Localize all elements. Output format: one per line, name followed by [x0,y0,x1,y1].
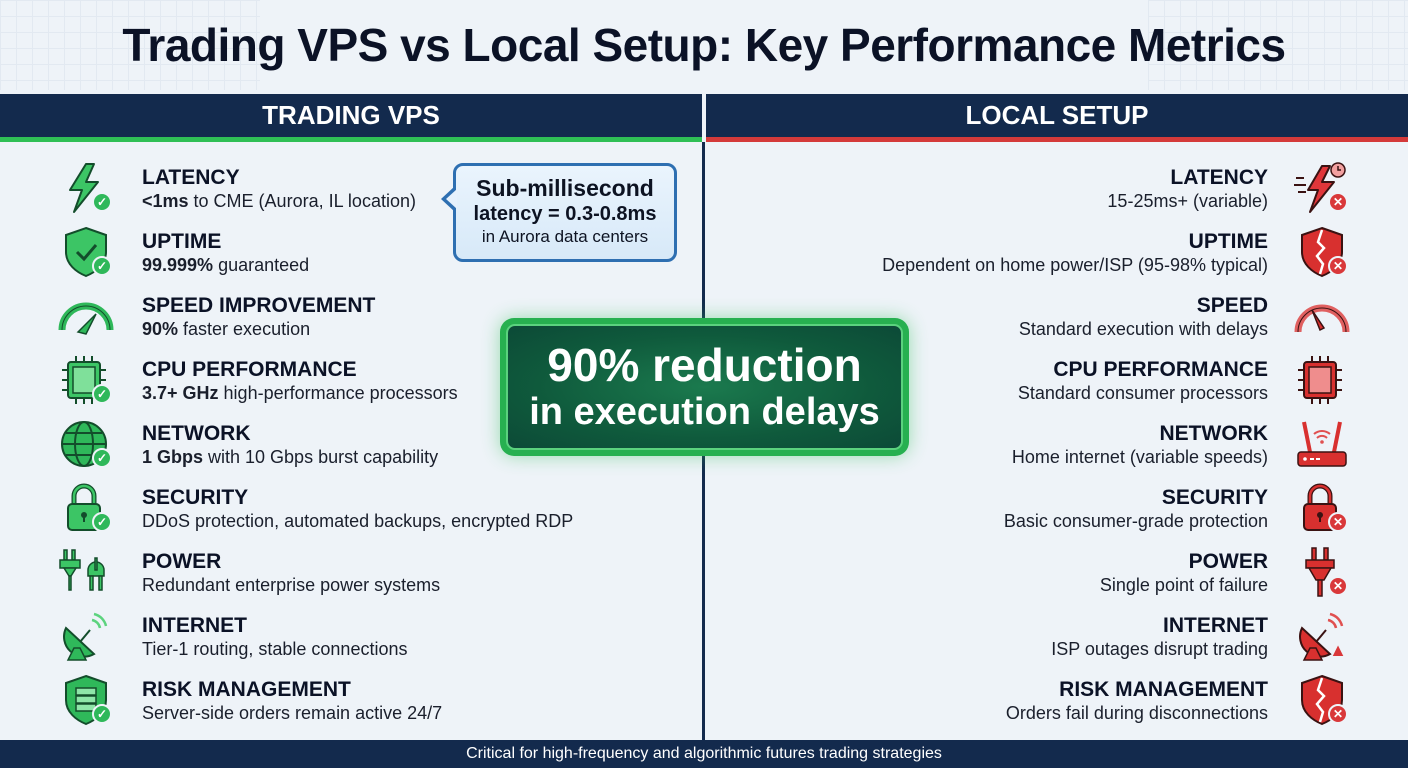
check-badge-icon: ✓ [92,256,112,276]
vps-metric-speed: SPEED IMPROVEMENT 90% faster execution [56,288,573,352]
metric-label: INTERNET [142,614,247,637]
check-badge-icon: ✓ [92,384,112,404]
vps-metric-internet: INTERNET Tier-1 routing, stable connecti… [56,608,573,672]
metric-label: POWER [142,550,222,573]
metric-label: UPTIME [1188,230,1268,253]
metric-label: CPU PERFORMANCE [1053,358,1268,381]
satellite-dish-icon: ▲ [1292,608,1352,664]
metric-desc: Tier-1 routing, stable connections [142,639,408,659]
metric-label: RISK MANAGEMENT [1059,678,1268,701]
metric-desc: <1ms to CME (Aurora, IL location) [142,191,416,211]
local-metric-cpu: CPU PERFORMANCE Standard consumer proces… [882,352,1352,416]
x-badge-icon: ✕ [1328,192,1348,212]
metric-desc: Orders fail during disconnections [1005,703,1268,723]
vps-metric-network: ✓ NETWORK 1 Gbps with 10 Gbps burst capa… [56,416,573,480]
metric-desc: DDoS protection, automated backups, encr… [142,511,574,531]
metric-desc: 99.999% guaranteed [142,255,310,275]
metric-desc: ISP outages disrupt trading [1051,639,1268,659]
wifi-router-icon [1292,416,1352,472]
lightning-icon: ✓ [56,160,116,216]
dual-plug-icon [56,544,116,600]
speedometer-icon [56,288,116,344]
vps-metric-risk: ✓ RISK MANAGEMENT Server-side orders rem… [56,672,573,736]
local-metric-network: NETWORK Home internet (variable speeds) [882,416,1352,480]
local-column-header: LOCAL SETUP [706,94,1408,142]
metric-desc: Standard consumer processors [1017,383,1268,403]
metric-label: SPEED [1196,294,1268,317]
broken-shield-icon: ✕ [1292,224,1352,280]
vps-metric-uptime: ✓ UPTIME 99.999% guaranteed [56,224,573,288]
cpu-chip-icon [1292,352,1352,408]
metric-label: NETWORK [1159,422,1269,445]
metric-label: NETWORK [142,422,251,445]
latency-callout: Sub-millisecond latency = 0.3-0.8ms in A… [441,163,677,262]
metric-label: RISK MANAGEMENT [142,678,351,701]
vps-metric-latency: ✓ LATENCY <1ms to CME (Aurora, IL locati… [56,160,573,224]
local-metric-speed: SPEED Standard execution with delays [882,288,1352,352]
local-metric-risk: ✕ RISK MANAGEMENT Orders fail during dis… [882,672,1352,736]
x-badge-icon: ✕ [1328,576,1348,596]
metric-desc: Home internet (variable speeds) [1011,447,1268,467]
padlock-icon: ✓ [56,480,116,536]
metric-desc: 90% faster execution [142,319,311,339]
callout-line-3: in Aurora data centers [481,227,649,246]
padlock-icon: ✕ [1292,480,1352,536]
local-metrics-list: ✕ LATENCY 15-25ms+ (variable) ✕ UPTIME D… [882,160,1352,736]
satellite-dish-icon [56,608,116,664]
background-grid-right [1148,0,1408,90]
check-badge-icon: ✓ [92,704,112,724]
plug-icon: ✕ [1292,544,1352,600]
vps-column-header: TRADING VPS [0,94,702,142]
vps-metric-security: ✓ SECURITY DDoS protection, automated ba… [56,480,573,544]
vps-metric-cpu: ✓ CPU PERFORMANCE 3.7+ GHz high-performa… [56,352,573,416]
metric-desc: 15-25ms+ (variable) [1107,191,1268,211]
metric-desc: Dependent on home power/ISP (95-98% typi… [882,255,1268,275]
shield-server-icon: ✓ [56,672,116,728]
footer-caption: Critical for high-frequency and algorith… [0,740,1408,768]
highlight-headline: 90% reduction [547,339,862,391]
reduction-highlight-box: 90% reduction in execution delays [500,318,909,456]
x-badge-icon: ✕ [1328,256,1348,276]
metric-label: LATENCY [1170,166,1268,189]
background-grid-left [0,0,260,90]
speedometer-icon [1292,288,1352,344]
shield-check-icon: ✓ [56,224,116,280]
vps-metrics-list: ✓ LATENCY <1ms to CME (Aurora, IL locati… [56,160,573,736]
globe-icon: ✓ [56,416,116,472]
warning-badge-icon: ▲ [1329,639,1347,660]
metric-label: INTERNET [1163,614,1268,637]
x-badge-icon: ✕ [1328,704,1348,724]
broken-shield-icon: ✕ [1292,672,1352,728]
check-badge-icon: ✓ [92,512,112,532]
vps-metric-power: POWER Redundant enterprise power systems [56,544,573,608]
metric-desc: 1 Gbps with 10 Gbps burst capability [142,447,439,467]
lightning-clock-icon: ✕ [1292,160,1352,216]
metric-desc: Standard execution with delays [1018,319,1268,339]
check-badge-icon: ✓ [92,192,112,212]
page-title: Trading VPS vs Local Setup: Key Performa… [122,19,1286,71]
callout-line-1: Sub-millisecond [476,175,654,201]
local-metric-power: ✕ POWER Single point of failure [882,544,1352,608]
metric-desc: Basic consumer-grade protection [1003,511,1268,531]
metric-label: UPTIME [142,230,222,253]
local-metric-latency: ✕ LATENCY 15-25ms+ (variable) [882,160,1352,224]
metric-desc: Single point of failure [1099,575,1268,595]
metric-desc: Redundant enterprise power systems [142,575,441,595]
local-metric-internet: ▲ INTERNET ISP outages disrupt trading [882,608,1352,672]
metric-desc: 3.7+ GHz high-performance processors [142,383,458,403]
local-metric-security: ✕ SECURITY Basic consumer-grade protecti… [882,480,1352,544]
highlight-subline: in execution delays [529,391,880,433]
metric-desc: Server-side orders remain active 24/7 [142,703,443,723]
metric-label: SECURITY [1161,486,1268,509]
callout-line-2: latency = 0.3-0.8ms [473,203,657,225]
check-badge-icon: ✓ [92,448,112,468]
metric-label: POWER [1188,550,1268,573]
metric-label: SECURITY [142,486,249,509]
local-metric-uptime: ✕ UPTIME Dependent on home power/ISP (95… [882,224,1352,288]
cpu-chip-icon: ✓ [56,352,116,408]
x-badge-icon: ✕ [1328,512,1348,532]
metric-label: SPEED IMPROVEMENT [142,294,376,317]
metric-label: LATENCY [142,166,240,189]
metric-label: CPU PERFORMANCE [142,358,357,381]
